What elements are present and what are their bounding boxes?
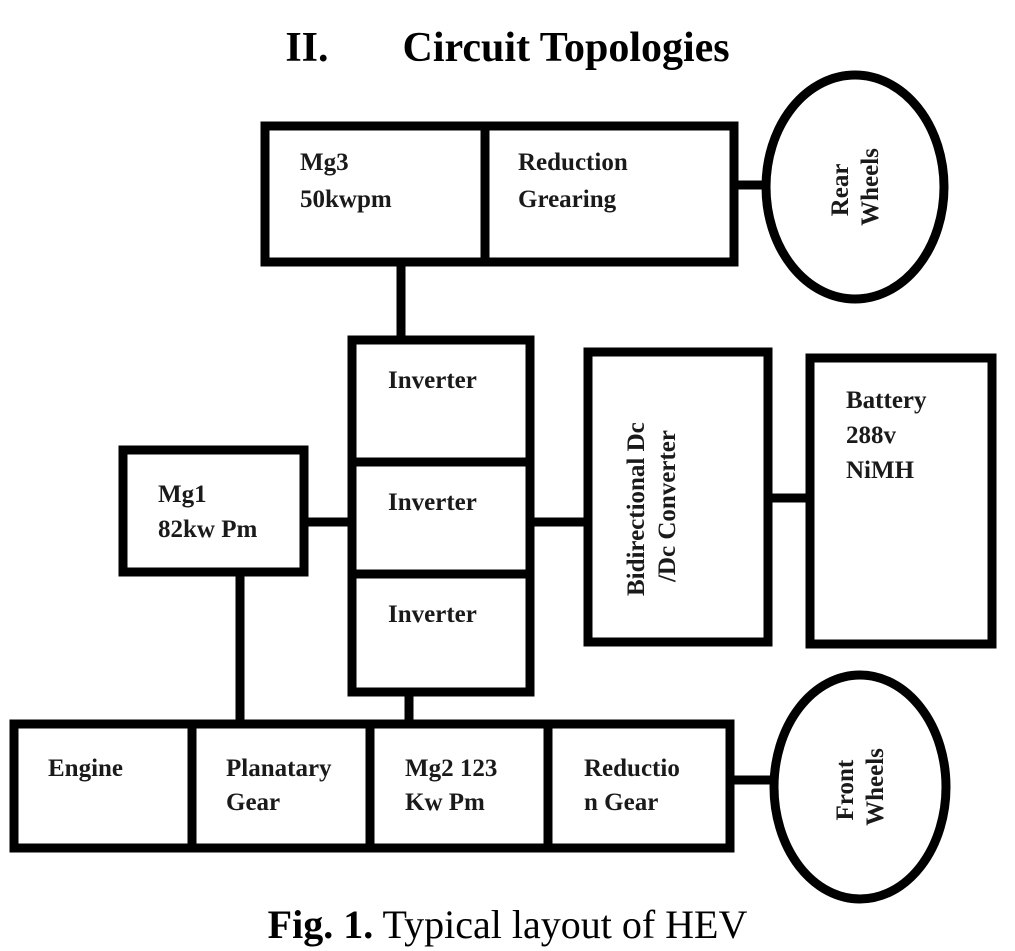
inverter-top-label: Inverter [388, 367, 477, 394]
section-heading: II. Circuit Topologies [0, 18, 1015, 78]
front-wheels-circle [769, 670, 951, 904]
reduction-gear-box [543, 719, 735, 853]
engine-box [9, 719, 197, 853]
planetary-gear-box [187, 719, 375, 853]
rear-wheels-label: Rear Wheels [827, 148, 884, 226]
connection-lines [235, 180, 810, 785]
inverter-bottom-label: Inverter [388, 601, 477, 628]
inverter-bottom-box [347, 569, 535, 697]
reduction-gearing-label: Reduction Grearing [518, 149, 634, 213]
figure-caption: Fig. 1. Typical layout of HEV [0, 902, 1015, 948]
figure-caption-text: Typical layout of HEV [373, 902, 748, 947]
inverter-top-box [347, 335, 535, 467]
section-title: Circuit Topologies [402, 25, 730, 71]
planetary-gear-label: Planatary Gear [226, 755, 338, 816]
inverter-mid-label: Inverter [388, 489, 477, 516]
mg3-label: Mg3 50kwpm [300, 149, 392, 213]
mg2-label: Mg2 123 Kw Pm [405, 755, 504, 816]
converter-box [583, 347, 773, 647]
reduction-gearing-box [480, 121, 739, 267]
battery-box [805, 353, 997, 649]
mg1-label: Mg1 82kw Pm [158, 481, 257, 543]
section-number: II. [285, 25, 329, 71]
rear-wheels-circle [761, 70, 949, 304]
mg1-box [118, 445, 309, 577]
battery-label: Battery 288v NiMH [846, 387, 933, 484]
figure-number: Fig. 1. [267, 902, 374, 947]
engine-label: Engine [48, 755, 123, 782]
front-wheels-label: Front Wheels [832, 748, 889, 826]
inverter-mid-box [347, 457, 535, 579]
converter-label: Bidirectional Dc /Dc Converter [623, 416, 681, 596]
reduction-gear-label: Reductio n Gear [584, 755, 686, 816]
mg2-box [365, 719, 553, 853]
